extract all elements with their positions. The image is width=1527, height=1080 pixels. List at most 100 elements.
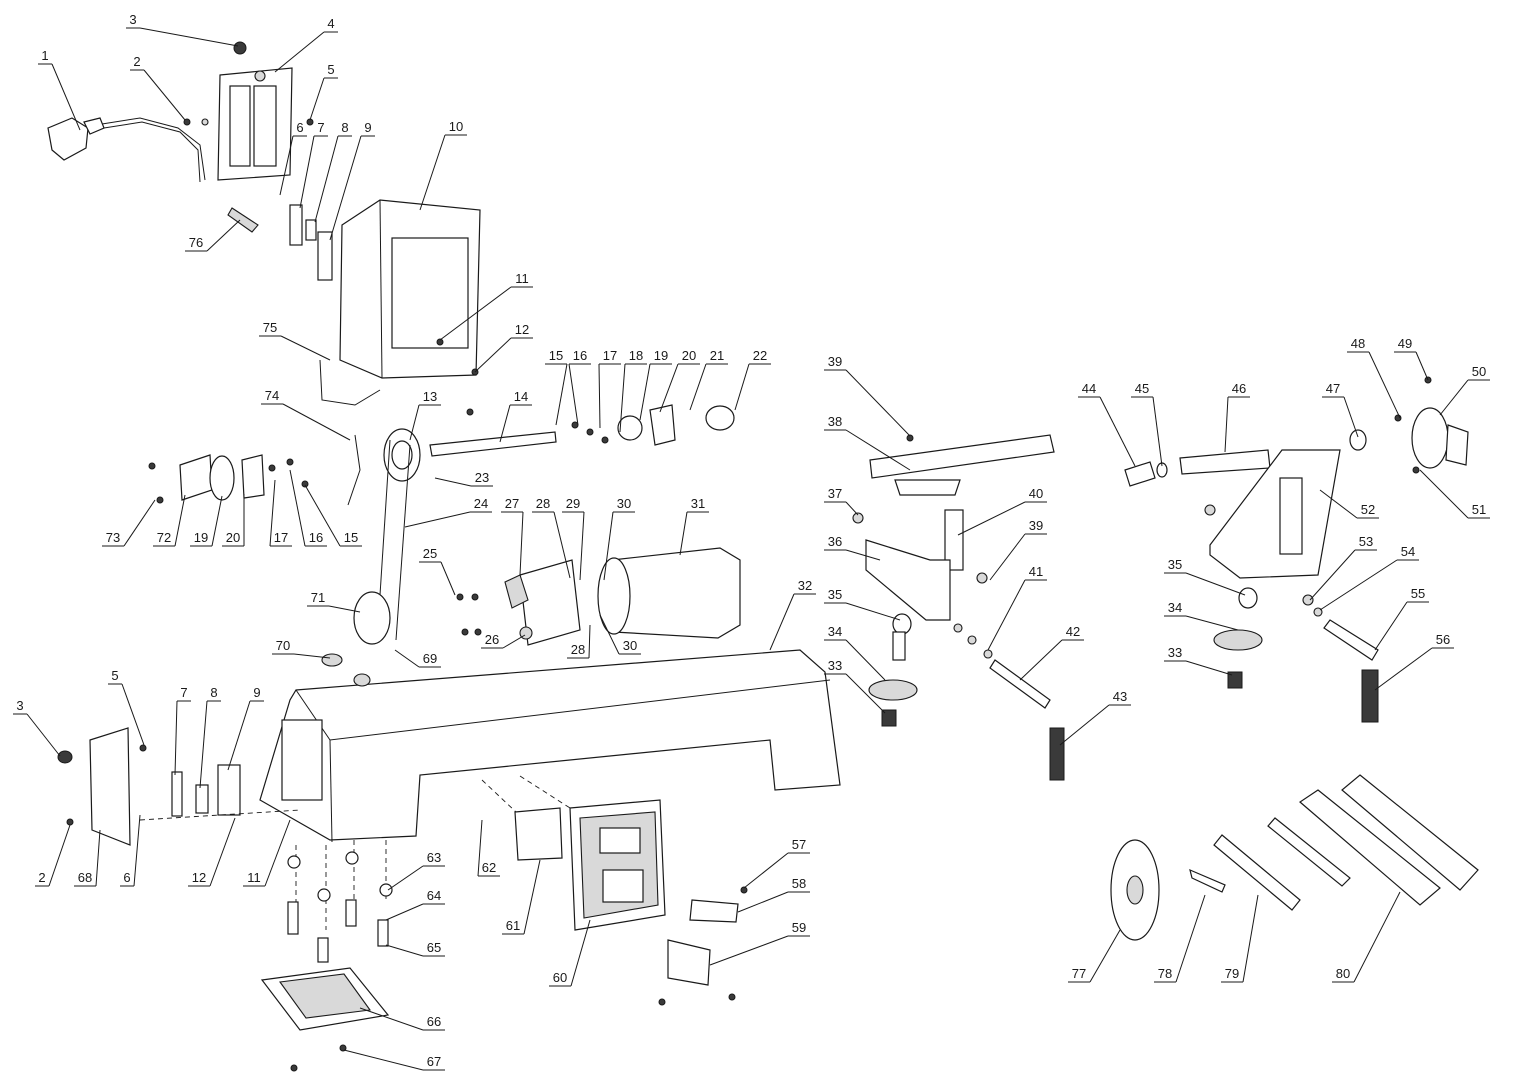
callout-leader xyxy=(1439,379,1469,416)
callout-leader xyxy=(845,602,901,621)
callout-19: 19 xyxy=(190,495,223,547)
callout-number: 6 xyxy=(123,870,130,885)
callout-leader xyxy=(274,31,325,73)
callout-number: 72 xyxy=(157,530,171,545)
callout-26: 26 xyxy=(481,632,526,649)
callout-leader xyxy=(619,363,626,433)
callout-number: 16 xyxy=(309,530,323,545)
callout-leader xyxy=(48,824,71,887)
callout-number: 28 xyxy=(536,496,550,511)
callout-number: 10 xyxy=(449,119,463,134)
callout-37: 37 xyxy=(824,486,859,516)
callout-leader xyxy=(1175,894,1206,983)
callout-number: 16 xyxy=(573,348,587,363)
callout-78: 78 xyxy=(1154,894,1206,983)
callout-17: 17 xyxy=(598,348,621,429)
callout-number: 27 xyxy=(505,496,519,511)
callout-leader xyxy=(143,69,186,121)
callout-10: 10 xyxy=(419,119,467,211)
callout-number: 20 xyxy=(226,530,240,545)
callout-22: 22 xyxy=(734,348,771,411)
callout-76: 76 xyxy=(185,219,241,252)
callout-65: 65 xyxy=(385,940,445,957)
part-control-box xyxy=(481,775,748,1006)
callout-leader xyxy=(737,891,789,913)
callout-23: 23 xyxy=(434,470,493,487)
callout-number: 20 xyxy=(682,348,696,363)
callout-number: 1 xyxy=(41,48,48,63)
callout-leader xyxy=(1353,891,1401,983)
callout-number: 5 xyxy=(327,62,334,77)
callout-51: 51 xyxy=(1419,469,1490,519)
callout-number: 55 xyxy=(1411,586,1425,601)
callout-75: 75 xyxy=(259,320,331,361)
callout-leader xyxy=(1019,639,1063,681)
callout-leader xyxy=(26,713,61,757)
callout-leader xyxy=(1089,929,1121,983)
callout-number: 63 xyxy=(427,850,441,865)
callout-33: 33 xyxy=(1164,645,1233,676)
callout-leader xyxy=(845,673,886,714)
callout-67: 67 xyxy=(343,1049,445,1071)
callout-leader xyxy=(123,499,156,547)
callout-30: 30 xyxy=(599,614,641,655)
callout-leader xyxy=(1224,396,1229,453)
part-lathe-bed xyxy=(259,649,841,843)
callout-leader xyxy=(743,852,789,889)
callout-19: 19 xyxy=(639,348,672,421)
callout-68: 68 xyxy=(74,829,101,887)
callout-leader xyxy=(304,484,341,547)
callout-number: 2 xyxy=(38,870,45,885)
callout-leader xyxy=(603,511,614,581)
callout-7: 7 xyxy=(299,120,328,209)
callout-72: 72 xyxy=(153,494,186,547)
callout-61: 61 xyxy=(502,859,541,935)
callout-36: 36 xyxy=(824,534,881,561)
callout-number: 64 xyxy=(427,888,441,903)
callout-leader xyxy=(659,363,679,413)
callout-leader xyxy=(553,511,571,579)
callout-leader xyxy=(709,935,789,966)
callout-leader xyxy=(769,593,795,651)
callout-33: 33 xyxy=(824,658,886,714)
callout-number: 9 xyxy=(364,120,371,135)
callout-57: 57 xyxy=(743,837,810,889)
callout-21: 21 xyxy=(689,348,728,411)
callout-leader xyxy=(439,286,512,341)
part-accessories xyxy=(1110,774,1479,941)
callout-number: 8 xyxy=(341,120,348,135)
callout-42: 42 xyxy=(1019,624,1084,681)
callout-number: 37 xyxy=(828,486,842,501)
callout-73: 73 xyxy=(102,499,156,547)
callout-leader xyxy=(343,1049,424,1071)
callout-number: 68 xyxy=(78,870,92,885)
callout-number: 40 xyxy=(1029,486,1043,501)
callout-number: 35 xyxy=(828,587,842,602)
part-motor xyxy=(456,547,741,646)
callout-number: 33 xyxy=(1168,645,1182,660)
callout-leader xyxy=(579,511,585,581)
callout-number: 15 xyxy=(549,348,563,363)
callout-number: 26 xyxy=(485,632,499,647)
callout-number: 4 xyxy=(327,16,334,31)
callout-leader xyxy=(139,27,239,47)
callout-25: 25 xyxy=(419,546,456,596)
callout-8: 8 xyxy=(199,685,221,789)
callout-number: 57 xyxy=(792,837,806,852)
callout-number: 77 xyxy=(1072,966,1086,981)
callout-leader xyxy=(282,403,351,441)
callout-number: 66 xyxy=(427,1014,441,1029)
callout-number: 70 xyxy=(276,638,290,653)
callout-number: 19 xyxy=(194,530,208,545)
callout-leader xyxy=(95,829,101,887)
callout-leader xyxy=(499,404,511,443)
callout-4: 4 xyxy=(274,16,338,73)
callout-41: 41 xyxy=(987,564,1047,651)
callout-leader xyxy=(133,814,141,887)
callout-number: 2 xyxy=(133,54,140,69)
callout-number: 17 xyxy=(603,348,617,363)
part-tailstock xyxy=(1124,376,1469,723)
callout-leader xyxy=(555,363,568,426)
callout-leader xyxy=(1343,396,1359,438)
callout-leader xyxy=(51,63,81,131)
